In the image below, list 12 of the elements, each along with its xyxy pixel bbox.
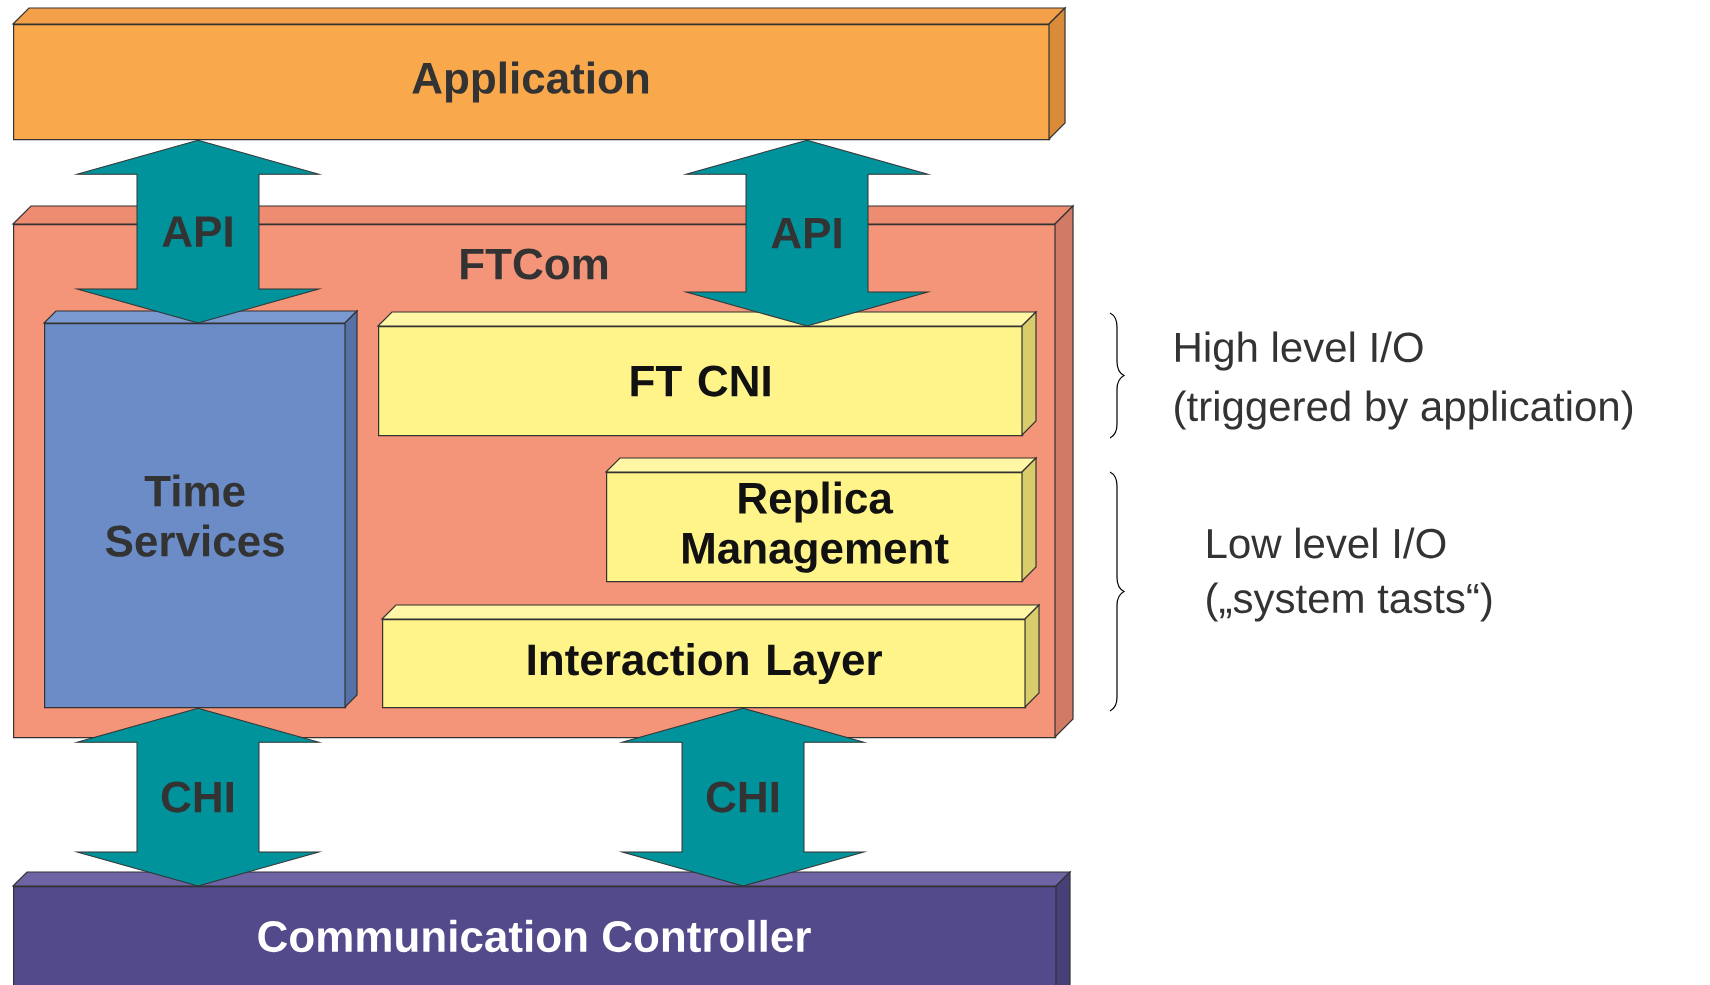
edge-label: CHI [706, 781, 778, 813]
annotation-text: Low level I/O [1208, 527, 1446, 559]
block-arrow [76, 707, 320, 887]
edge-label: API [771, 217, 841, 249]
block-arrow [76, 139, 320, 324]
block-arrow [621, 707, 865, 887]
block-arrow [685, 139, 929, 327]
annotation-text: („system tasts“) [1207, 582, 1492, 622]
edge-label: CHI [161, 781, 233, 813]
annotation-text: High level I/O [1176, 331, 1423, 371]
edge-label: API [162, 216, 232, 247]
annotation-text: (triggered by application) [1175, 390, 1633, 430]
